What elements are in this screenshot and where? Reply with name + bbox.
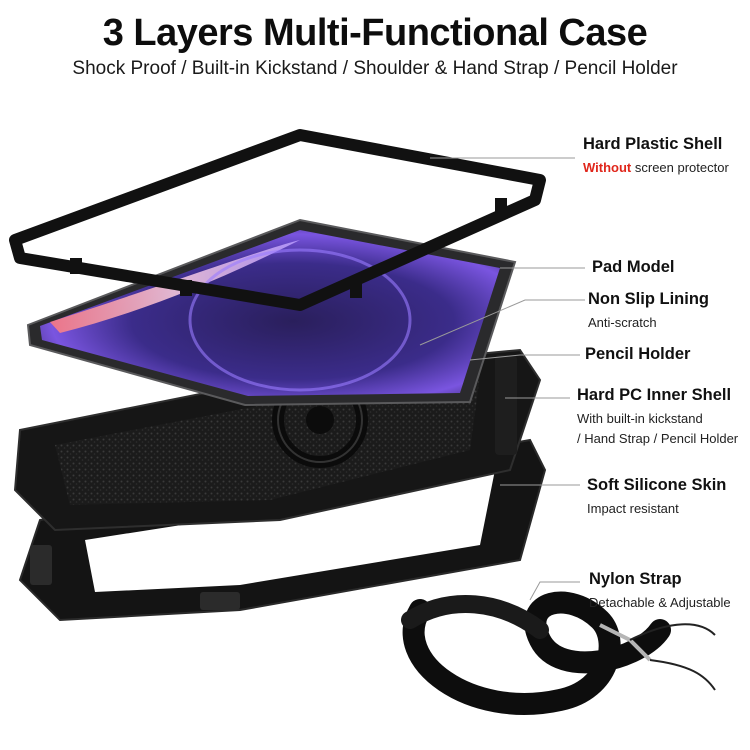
callout-desc: Impact resistant xyxy=(587,501,679,516)
page-title: 3 Layers Multi-Functional Case xyxy=(102,12,648,54)
callout-hard-plastic-shell: Hard Plastic Shell Without screen protec… xyxy=(583,135,729,177)
callout-desc: Anti-scratch xyxy=(588,315,657,330)
callout-hard-pc-inner-shell: Hard PC Inner Shell With built-in kickst… xyxy=(577,386,738,447)
callout-title: Non Slip Lining xyxy=(588,290,709,308)
callout-pad-model: Pad Model xyxy=(592,258,675,277)
callout-desc: Without screen protector xyxy=(583,159,729,177)
callout-desc-rest: screen protector xyxy=(631,160,729,175)
callout-desc-line2: / Hand Strap / Pencil Holder xyxy=(577,430,739,446)
callout-title: Pencil Holder xyxy=(585,345,691,363)
leader-lines xyxy=(419,157,585,601)
callout-nylon-strap: Nylon Strap Detachable & Adjustable xyxy=(589,570,731,612)
callout-title: Soft Silicone Skin xyxy=(587,476,727,494)
callout-title: Hard PC Inner Shell xyxy=(577,386,732,404)
callout-desc: Detachable & Adjustable xyxy=(589,595,731,610)
callout-soft-silicone-skin: Soft Silicone Skin Impact resistant xyxy=(587,476,726,518)
callout-highlight: Without xyxy=(583,160,632,175)
page-subtitle: Shock Proof / Built-in Kickstand / Shoul… xyxy=(72,58,678,79)
callout-non-slip-lining: Non Slip Lining Anti-scratch xyxy=(588,290,709,332)
callout-desc: With built-in kickstand xyxy=(577,411,703,426)
callout-pencil-holder: Pencil Holder xyxy=(585,345,690,364)
hard-plastic-shell-illustration xyxy=(9,129,546,311)
callout-title: Nylon Strap xyxy=(589,570,682,588)
nylon-strap-illustration xyxy=(401,591,716,715)
callout-title: Hard Plastic Shell xyxy=(583,135,723,153)
callout-title: Pad Model xyxy=(592,258,675,276)
